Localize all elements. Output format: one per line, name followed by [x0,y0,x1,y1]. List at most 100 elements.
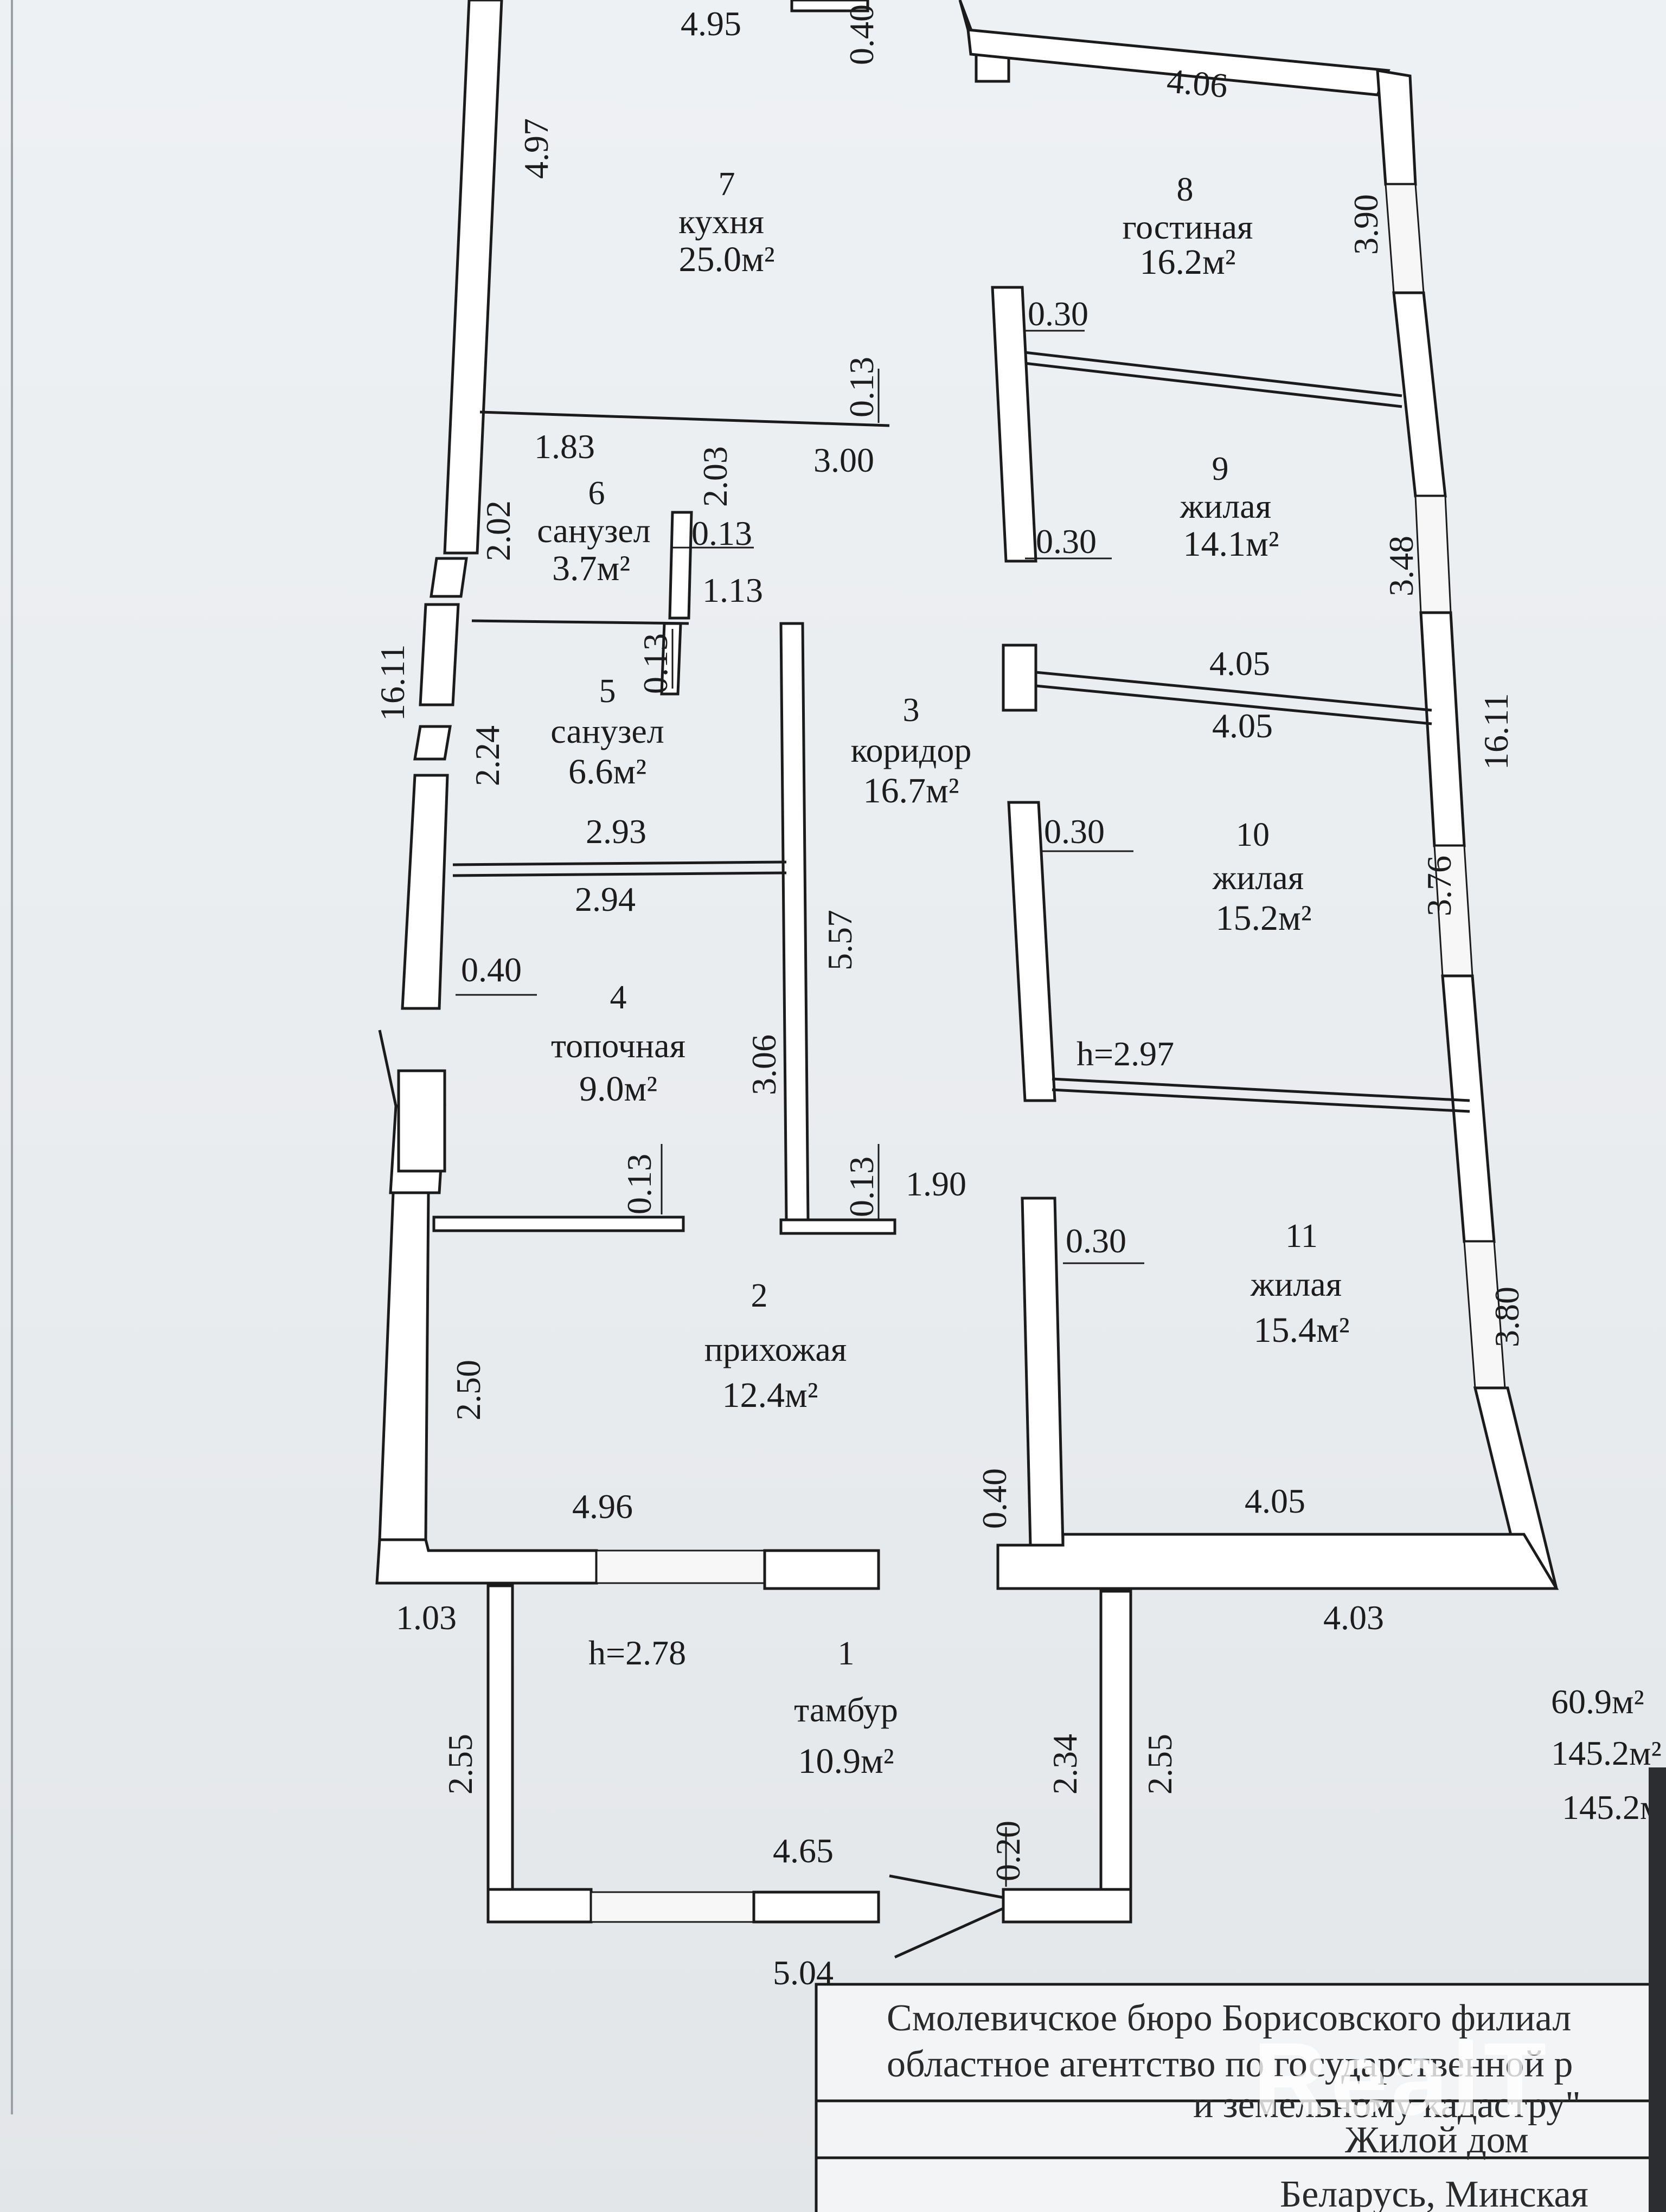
room-area: 25.0м² [678,240,774,279]
dim-label: 4.05 [1209,644,1270,683]
dim-label: h=2.97 [1077,1034,1174,1073]
room-area: 16.7м² [863,771,959,811]
room-area: 15.4м² [1253,1310,1349,1350]
dim-label: 4.96 [572,1487,633,1526]
room-number: 8 [1177,171,1194,208]
dim-label: 0.20 [989,1821,1027,1881]
room-name: прихожая [704,1330,847,1368]
dim-label: 0.13 [842,1156,881,1217]
dim-label: 0.40 [975,1468,1014,1529]
room-name: жилая [1180,487,1271,525]
room-area: 16.2м² [1139,242,1235,282]
room-name: топочная [551,1026,685,1065]
vestibule-walls [486,1584,1132,1959]
title-block-org-line1: Смолевичское бюро Борисовского филиал [887,1997,1571,2039]
dim-label: 4.03 [1323,1598,1384,1637]
dim-label: 0.30 [1036,522,1097,561]
room-number: 10 [1236,816,1270,853]
room-area: 6.6м² [568,752,646,792]
title-block-address: Беларусь, Минская [1280,2174,1588,2212]
title-block-object: Жилой дом [1345,2119,1529,2161]
dim-label: 0.30 [1044,812,1105,851]
dim-label: 2.24 [468,725,507,786]
room-name: санузел [537,511,650,550]
room-area: 14.1м² [1183,524,1279,564]
dim-label: 3.76 [1420,856,1458,916]
room-8-label: 8 гостиная 16.2м² [1123,171,1253,282]
top-exterior-wall [790,0,1391,97]
dim-label: 2.93 [586,812,646,851]
room-1-label: 1 тамбур 10.9м² [794,1635,898,1781]
dim-label: h=2.78 [588,1634,686,1672]
dim-label: 1.03 [396,1598,457,1637]
dim-label: 0.13 [691,514,752,552]
title-block-org-line3: и земельному кадастру" [1193,2084,1581,2126]
room-name: жилая [1250,1265,1342,1303]
dim-label: 2.50 [449,1360,488,1420]
room-name: жилая [1212,858,1304,897]
dim-label: 3.80 [1488,1287,1526,1347]
room-number: 2 [751,1277,768,1314]
dim-label: 3.48 [1382,536,1420,596]
area-totals: 60.9м² 145.2м² 145.2м² [1551,1682,1666,1827]
room-number: 1 [838,1635,855,1672]
dim-label: 4.95 [681,4,741,43]
dim-label: 16.11 [1477,693,1515,770]
room-10-label: 10 жилая 15.2м² [1212,816,1312,938]
area-total-general: 145.2м² [1551,1734,1662,1772]
title-block: Смолевичское бюро Борисовского филиал об… [815,1983,1666,2212]
dim-label: 0.40 [842,4,881,65]
dim-label: 0.30 [1028,294,1088,333]
dim-label: 2.55 [441,1734,479,1795]
dim-label: 4.05 [1245,1482,1305,1520]
dim-label: 16.11 [373,644,412,721]
room-name: кухня [678,202,764,241]
dim-label: 3.00 [813,441,874,479]
room-number: 11 [1285,1218,1318,1255]
realt-watermark: RealT [1253,2022,1549,2137]
room-name: санузел [550,712,664,750]
room-7-label: 7 кухня 25.0м² [678,166,774,279]
room-4-label: 4 топочная 9.0м² [551,979,685,1109]
room-name: коридор [851,731,972,769]
dim-label: 5.57 [821,910,859,970]
photo-edge-shadow [1649,1767,1666,2212]
dim-label: 3.90 [1347,194,1385,255]
dim-label: 4.97 [517,118,555,179]
dimension-labels: 4.95 0.40 4.06 4.97 3.90 0.30 0.13 1.83 … [373,4,1526,1992]
dim-label: 0.13 [620,1154,658,1214]
dim-label: 2.02 [479,500,517,561]
dim-label: 0.40 [461,950,522,989]
dim-label: 4.06 [1165,61,1229,105]
dim-label: 1.13 [702,571,763,609]
dim-label: 1.90 [906,1165,966,1203]
right-exterior-wall [1376,69,1559,1590]
dim-label: 3.06 [745,1034,783,1095]
dim-label: 2.94 [575,880,636,918]
room-number: 3 [903,692,920,729]
room-area: 3.7м² [552,549,630,588]
dim-label: 2.34 [1046,1734,1084,1795]
dimension-lines [456,330,1144,1887]
area-total-living: 60.9м² [1551,1682,1644,1721]
dim-label: 1.83 [534,427,595,466]
room-11-label: 11 жилая 15.4м² [1250,1218,1350,1350]
dim-label: 4.65 [773,1831,834,1870]
dim-label: 2.03 [696,446,734,507]
room-2-label: 2 прихожая 12.4м² [704,1277,847,1415]
room-6-label: 6 санузел 3.7м² [537,475,650,588]
dim-label: 2.55 [1140,1734,1179,1795]
title-block-org-line2: областное агентство по государственной р [887,2043,1573,2085]
room-name: тамбур [794,1690,898,1729]
room-number: 5 [599,673,616,710]
room-3-label: 3 коридор 16.7м² [851,692,972,811]
dim-label: 0.13 [636,633,675,694]
room-area: 10.9м² [798,1741,894,1781]
bottom-exterior-wall [375,1533,1559,1590]
interior-partitions [378,286,1470,1547]
room-area: 15.2м² [1215,898,1311,938]
room-name: гостиная [1123,208,1253,246]
dim-label: 4.05 [1212,706,1273,745]
room-area: 9.0м² [579,1069,657,1109]
